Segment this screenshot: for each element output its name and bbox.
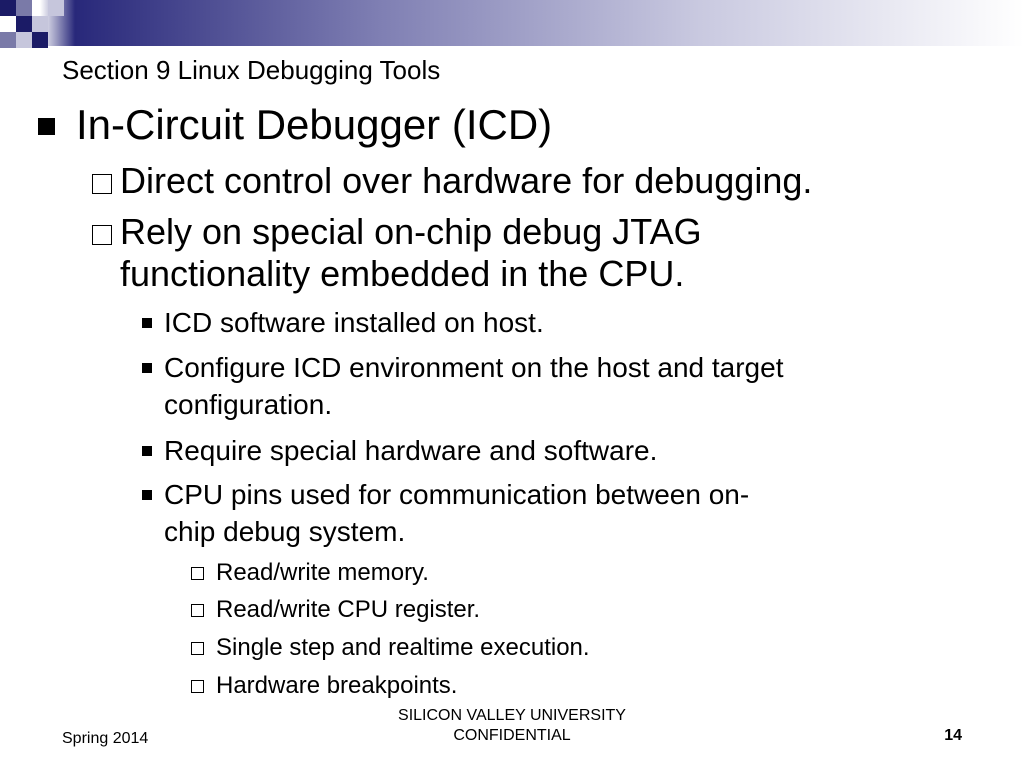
corner-square <box>16 32 32 48</box>
level4-item: Single step and realtime execution. <box>216 634 590 661</box>
footer-org-line: SILICON VALLEY UNIVERSITY <box>398 707 626 724</box>
level3-item: Configure ICD environment on the host an… <box>164 352 784 383</box>
corner-square <box>0 0 16 16</box>
bullet-square-icon <box>142 318 152 328</box>
level2-item-continuation: functionality embedded in the CPU. <box>120 253 685 294</box>
hollow-bullet-icon <box>92 225 112 245</box>
level3-item-continuation: chip debug system. <box>164 516 406 547</box>
bullet-square-icon <box>38 118 55 135</box>
level4-item: Read/write memory. <box>216 559 429 586</box>
bullet-square-icon <box>142 363 152 373</box>
hollow-bullet-icon <box>191 604 204 617</box>
level3-item: ICD software installed on host. <box>164 307 544 338</box>
level3-item: CPU pins used for communication between … <box>164 479 750 510</box>
corner-square <box>16 16 32 32</box>
section-title: Section 9 Linux Debugging Tools <box>62 55 441 85</box>
footer-org-line: CONFIDENTIAL <box>453 727 571 744</box>
corner-square <box>32 16 48 32</box>
level3-item-continuation: configuration. <box>164 389 333 420</box>
level3-item: Require special hardware and software. <box>164 435 658 466</box>
bullet-square-icon <box>142 490 152 500</box>
corner-square <box>0 32 16 48</box>
hollow-bullet-icon <box>92 174 112 194</box>
bullet-square-icon <box>142 446 152 456</box>
hollow-bullet-icon <box>191 642 204 655</box>
level1-heading: In-Circuit Debugger (ICD) <box>76 101 553 148</box>
hollow-bullet-icon <box>191 680 204 693</box>
level2-item: Rely on special on-chip debug JTAG <box>120 211 702 252</box>
corner-square <box>32 32 48 48</box>
level4-item: Read/write CPU register. <box>216 596 481 623</box>
corner-square <box>48 0 64 16</box>
header-gradient-band <box>0 0 1024 46</box>
level2-item: Direct control over hardware for debuggi… <box>120 160 813 201</box>
hollow-bullet-icon <box>191 567 204 580</box>
footer-organization: SILICON VALLEY UNIVERSITY CONFIDENTIAL <box>362 706 662 746</box>
corner-square <box>16 0 32 16</box>
page-number: 14 <box>944 727 962 744</box>
footer-term: Spring 2014 <box>62 730 149 747</box>
level4-item: Hardware breakpoints. <box>216 672 458 699</box>
